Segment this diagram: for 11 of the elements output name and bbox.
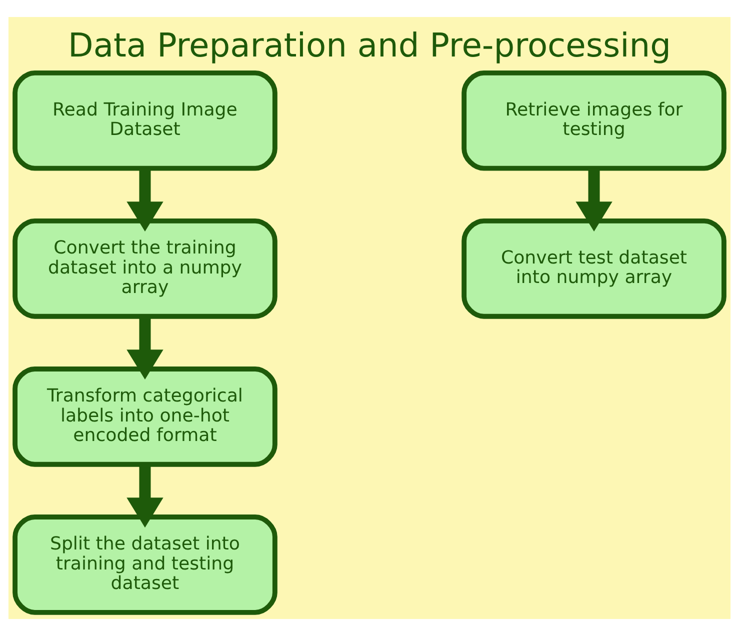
arrow bbox=[126, 464, 164, 528]
arrow bbox=[126, 316, 164, 380]
diagram-title: Data Preparation and Pre-processing bbox=[68, 25, 671, 64]
arrow bbox=[126, 168, 164, 232]
node-box: Split the dataset into training and testing dataset bbox=[12, 514, 278, 615]
node-box: Retrieve images for testing bbox=[462, 70, 726, 171]
node-box: Convert the training dataset into a numpy array bbox=[12, 218, 278, 319]
node-box: Read Training Image Dataset bbox=[12, 70, 278, 171]
node-box: Transform categorical labels into one-hot encoded format bbox=[12, 366, 278, 467]
arrow bbox=[576, 168, 612, 232]
node-box: Convert test dataset into numpy array bbox=[462, 218, 726, 319]
